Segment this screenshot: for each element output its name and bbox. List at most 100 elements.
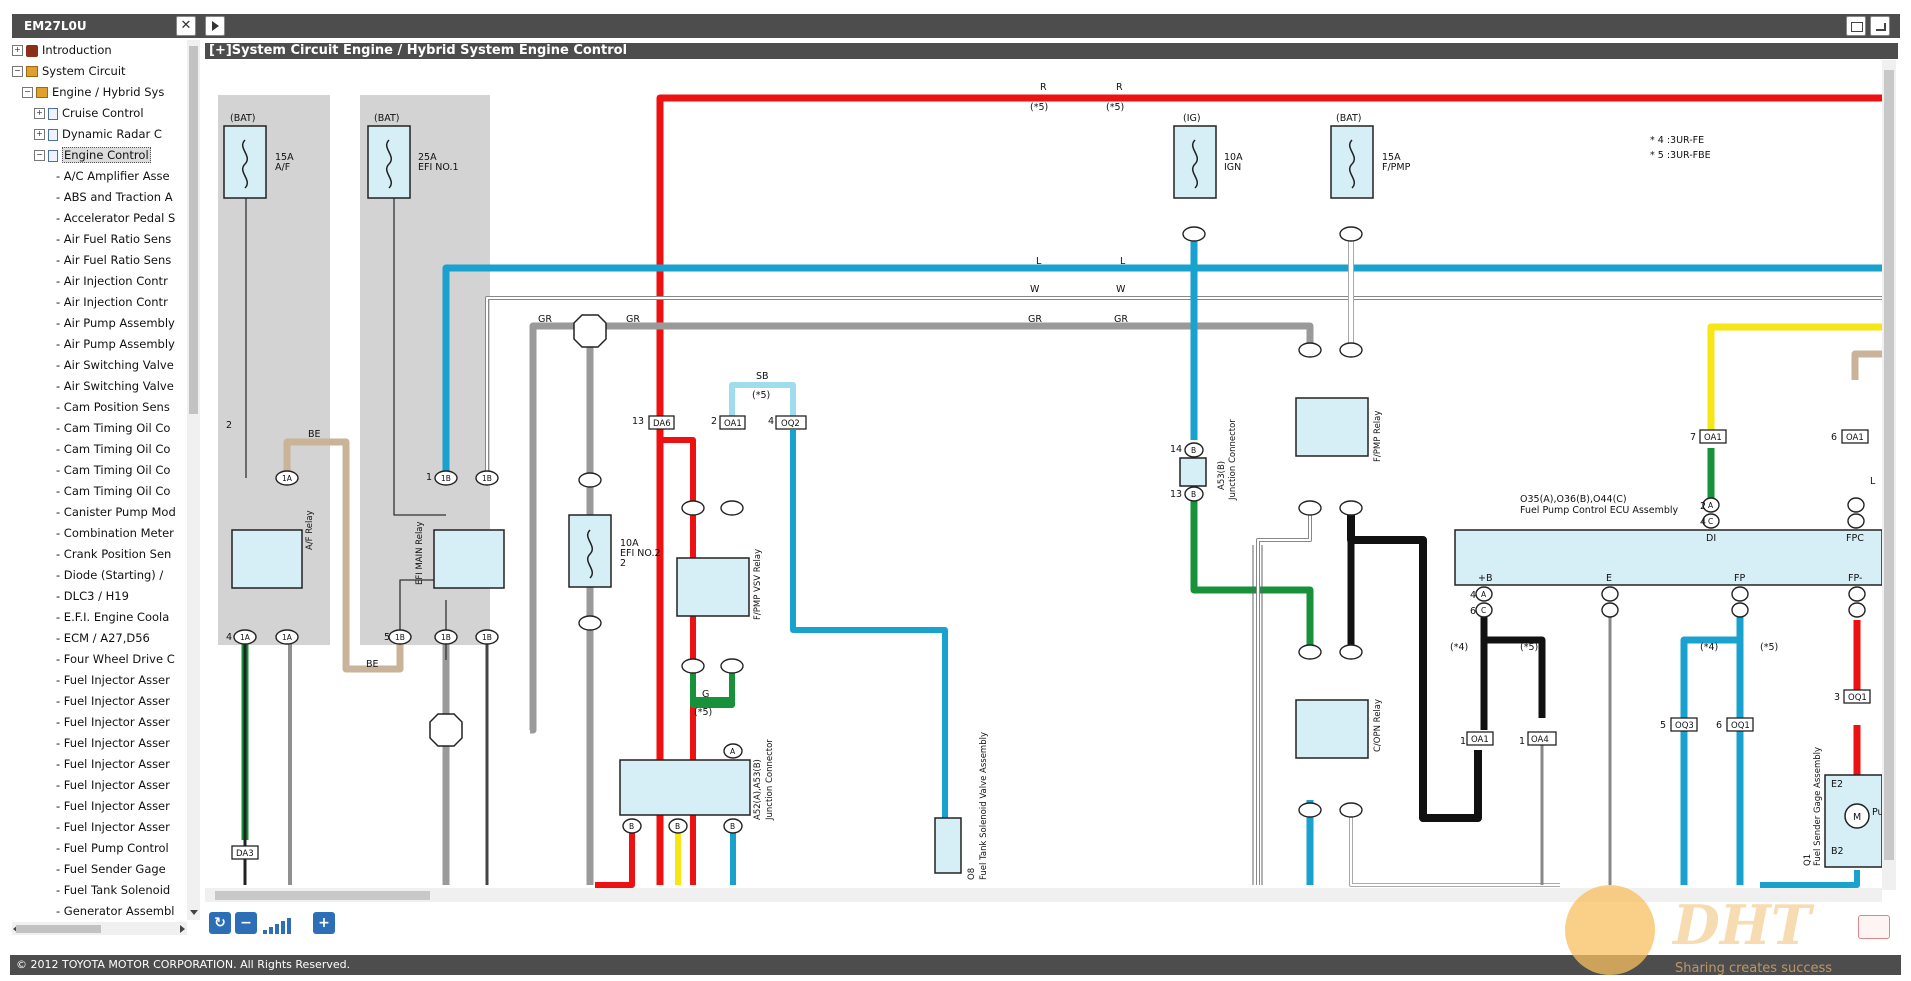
ecu-note-2: (*5) — [1520, 642, 1538, 653]
fuse-efi2-pin: 2 — [620, 558, 626, 569]
tree-item[interactable]: - Fuel Injector Asser — [56, 691, 170, 711]
zoom-out-icon: − — [240, 915, 252, 931]
connector-oq1-a — [1726, 717, 1754, 732]
pin-label-a-ecu2: A — [1481, 590, 1487, 599]
tree-item[interactable]: - DLC3 / H19 — [56, 586, 129, 606]
tree-item[interactable]: - Fuel Tank Solenoid — [56, 880, 170, 900]
connector-oq2 — [775, 415, 807, 430]
label-star5-g: (*5) — [694, 707, 712, 718]
tree-item[interactable]: - Fuel Injector Asser — [56, 775, 170, 795]
tree-item[interactable]: −System Circuit — [12, 61, 126, 81]
tree-item[interactable]: +Dynamic Radar C — [34, 124, 162, 144]
collapse-icon[interactable]: − — [22, 87, 33, 98]
tree-item[interactable]: −Engine Control — [34, 145, 151, 165]
collapse-icon[interactable]: − — [12, 66, 23, 77]
label-be-2: BE — [366, 659, 379, 670]
tree-item[interactable]: - Air Fuel Ratio Sens — [56, 229, 171, 249]
pin-label-1b-top2: 1B — [482, 474, 492, 483]
conn-oa1-label: OA1 — [724, 419, 742, 429]
expand-icon[interactable]: + — [34, 108, 45, 119]
tree-item[interactable]: - Cam Timing Oil Co — [56, 439, 170, 459]
relay-fpmp-label: F/PMP Relay — [1373, 411, 1383, 462]
tree-item[interactable]: - Crank Position Sen — [56, 544, 171, 564]
diagram-horizontal-scrollbar[interactable] — [205, 888, 1882, 902]
diagram-vertical-scrollbar[interactable] — [1882, 60, 1896, 890]
zoom-level-indicator[interactable] — [263, 916, 305, 934]
tree-item[interactable]: - Four Wheel Drive C — [56, 649, 175, 669]
tree-item[interactable]: - E.F.I. Engine Coola — [56, 607, 169, 627]
expand-icon[interactable]: + — [34, 129, 45, 140]
sender-pin-b2: B2 — [1831, 846, 1844, 857]
pin-label-1b-bot1: 1B — [395, 633, 405, 642]
tree-item[interactable]: - Canister Pump Mod — [56, 502, 176, 522]
pin-ecu-4: 4 — [1470, 590, 1476, 601]
copn-relay-icon — [1295, 699, 1369, 759]
pin-efi-1: 1 — [426, 472, 432, 483]
tree-item[interactable]: - Air Pump Assembly — [56, 313, 175, 333]
fuse-fpmp-name: F/PMP — [1382, 162, 1411, 173]
top-bar — [0, 0, 1911, 12]
fuse-fpmp-icon — [1330, 125, 1374, 199]
tree-item[interactable]: - Cam Timing Oil Co — [56, 418, 170, 438]
refresh-button[interactable]: ↻ — [209, 912, 231, 934]
tree-item[interactable]: + Introduction — [12, 40, 112, 60]
tree-item[interactable]: - Cam Timing Oil Co — [56, 481, 170, 501]
tree-item[interactable]: - Generator Assembl — [56, 901, 174, 920]
pin-oa1d-1: 1 — [1460, 736, 1466, 747]
wiring-diagram-viewport[interactable]: (BAT) 15A A/F (BAT) 25A EFI NO.1 (IG) 10… — [205, 60, 1882, 888]
wire-gr-main — [529, 322, 1314, 734]
diagram-title[interactable]: [+]System Circuit Engine / Hybrid System… — [209, 43, 628, 58]
relay-efi-main-label: EFI MAIN Relay — [415, 521, 425, 585]
tree-item[interactable]: −Engine / Hybrid Sys — [22, 82, 164, 102]
tree-item[interactable]: - Air Switching Valve — [56, 355, 174, 375]
return-button[interactable] — [1870, 16, 1890, 36]
zoom-out-button[interactable]: − — [235, 912, 257, 934]
tree-item[interactable]: - Diode (Starting) / — [56, 565, 163, 585]
tree-item[interactable]: - Fuel Injector Asser — [56, 712, 170, 732]
tree-item[interactable]: - Fuel Sender Gage — [56, 859, 166, 879]
expand-icon[interactable]: + — [12, 45, 23, 56]
tree-item[interactable]: - Air Switching Valve — [56, 376, 174, 396]
tree-item[interactable]: - Fuel Injector Asser — [56, 817, 170, 837]
tree-item[interactable]: - Air Injection Contr — [56, 292, 168, 312]
tree-item[interactable]: - Combination Meter — [56, 523, 174, 543]
tree-item[interactable]: - Accelerator Pedal S — [56, 208, 175, 228]
collapse-icon[interactable]: − — [34, 150, 45, 161]
tree-item[interactable]: - Fuel Injector Asser — [56, 670, 170, 690]
tree-item[interactable]: - Cam Position Sens — [56, 397, 170, 417]
tree-item[interactable]: - A/C Amplifier Asse — [56, 166, 170, 186]
tree-item[interactable]: - Fuel Injector Asser — [56, 754, 170, 774]
chat-icon[interactable] — [1858, 915, 1890, 939]
zoom-in-button[interactable]: + — [313, 912, 335, 934]
wire-sb-tube — [1252, 545, 1263, 885]
wire-be-right — [1851, 350, 1882, 380]
tree-item[interactable]: - Cam Timing Oil Co — [56, 460, 170, 480]
tree-vertical-scrollbar[interactable] — [187, 40, 200, 920]
pin-oq2-4: 4 — [768, 416, 774, 427]
tree-item[interactable]: - Fuel Injector Asser — [56, 733, 170, 753]
fuse-af-rating: 15A — [275, 152, 294, 163]
conn-da3-label: DA3 — [236, 849, 254, 859]
pin-label-b3: B — [730, 822, 735, 831]
tree-item[interactable]: - Fuel Injector Asser — [56, 796, 170, 816]
tree-item[interactable]: - Fuel Pump Control — [56, 838, 169, 858]
tree-item[interactable]: - Air Fuel Ratio Sens — [56, 250, 171, 270]
close-tree-button[interactable]: ✕ — [176, 16, 196, 36]
tree-horizontal-scrollbar[interactable] — [12, 922, 187, 935]
play-button[interactable] — [205, 16, 225, 36]
sender-code: Q1 — [1803, 854, 1813, 866]
label-sb: SB — [756, 371, 769, 382]
tree-item-label: Introduction — [42, 43, 112, 57]
connector-oa1-a — [719, 415, 746, 430]
tree-item[interactable]: - ABS and Traction A — [56, 187, 173, 207]
wire-r-vsv — [660, 437, 696, 885]
tree-item[interactable]: - Air Injection Contr — [56, 271, 168, 291]
tree-item[interactable]: - ECM / A27,D56 — [56, 628, 150, 648]
pin-ecu-4b: 4 — [1700, 517, 1706, 528]
tree-item-label: - Fuel Injector Asser — [56, 715, 170, 729]
zoom-toolbar: ↻ − + — [205, 910, 345, 938]
print-button[interactable] — [1846, 16, 1866, 36]
tree-item[interactable]: - Air Pump Assembly — [56, 334, 175, 354]
conn-oq2-label: OQ2 — [781, 419, 800, 429]
tree-item[interactable]: +Cruise Control — [34, 103, 144, 123]
